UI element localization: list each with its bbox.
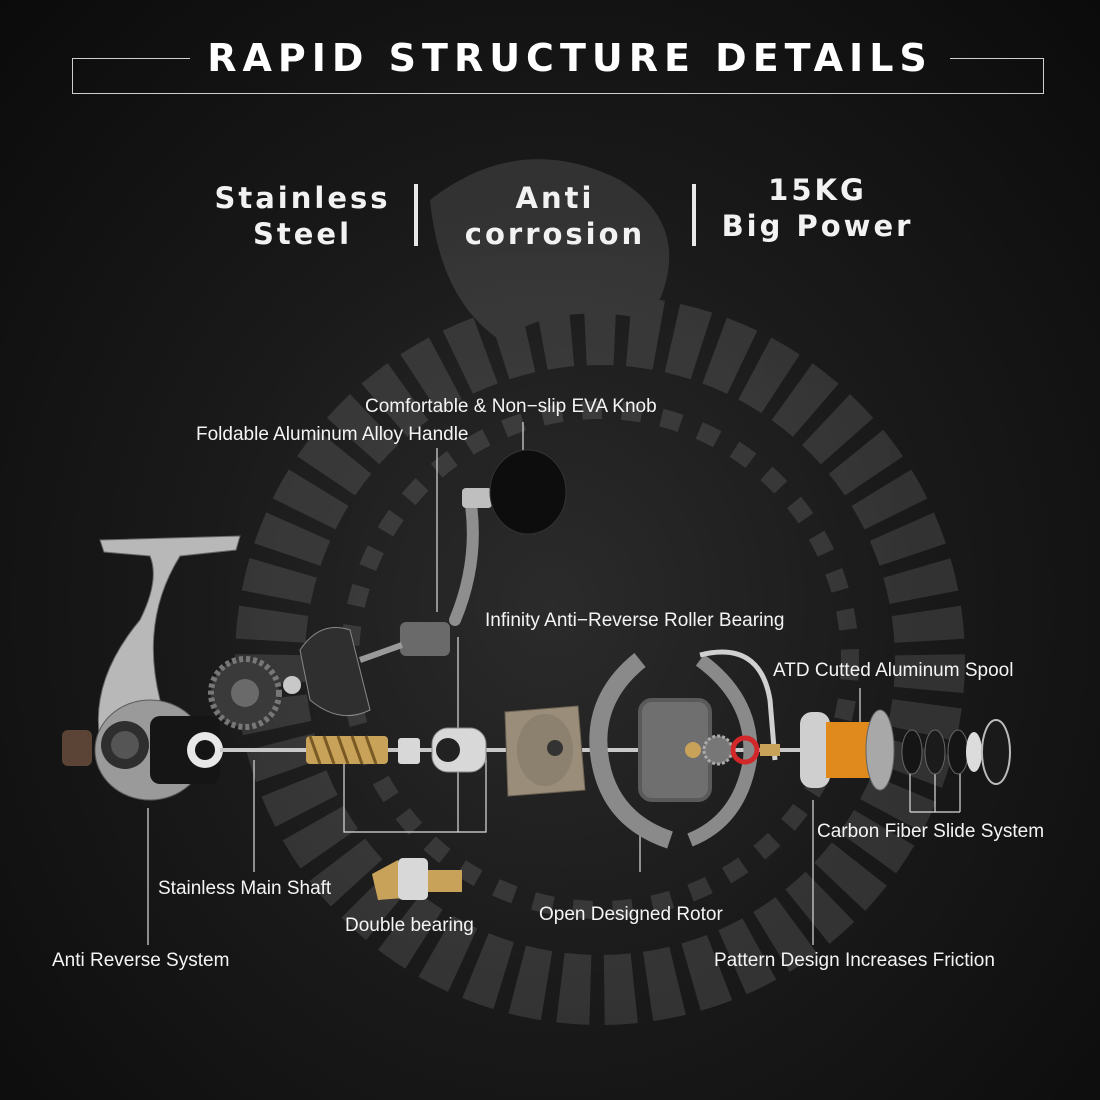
feature-line: Big Power: [721, 209, 914, 243]
drive-gear: [702, 734, 734, 766]
brass-washer: [685, 742, 701, 758]
feature-divider: [692, 184, 696, 246]
roller-bearing: [431, 727, 487, 773]
feature-stainless-steel: Stainless Steel: [205, 180, 400, 252]
red-washer: [730, 735, 760, 765]
title-frame: [72, 58, 1044, 94]
gear-assembly: [208, 627, 371, 730]
feature-line: Stainless: [214, 181, 391, 215]
callout-friction: Pattern Design Increases Friction: [714, 950, 995, 971]
spool: [800, 709, 895, 791]
bearing-part: [398, 738, 420, 764]
reel-body: [62, 535, 241, 801]
frame-line-left: [72, 58, 190, 59]
callout-slide-system: Carbon Fiber Slide System: [817, 821, 1045, 842]
callout-roller-bearing: Infinity Anti−Reverse Roller Bearing: [485, 610, 785, 631]
feature-anti-corrosion: Anti corrosion: [455, 180, 655, 252]
dragon-watermark: [235, 159, 965, 1025]
leader-lines: [147, 422, 961, 945]
callout-rotor: Open Designed Rotor: [539, 904, 723, 925]
callout-anti-reverse: Anti Reverse System: [52, 950, 230, 971]
double-bearing-part: [372, 858, 462, 900]
pinion-gear: [306, 735, 388, 765]
feature-line: Steel: [252, 217, 353, 251]
callout-main-shaft: Stainless Main Shaft: [158, 878, 332, 899]
callout-knob: Comfortable & Non−slip EVA Knob: [365, 396, 657, 417]
feature-line: 15KG: [768, 173, 867, 207]
callout-spool: ATD Cutted Aluminum Spool: [773, 660, 1014, 681]
feature-divider: [414, 184, 418, 246]
feature-big-power: 15KG Big Power: [715, 172, 920, 244]
spool-shaft-end: [760, 744, 780, 756]
feature-line: corrosion: [464, 217, 646, 251]
feature-line: Anti: [515, 181, 595, 215]
page-title: RAPID STRUCTURE DETAILS: [207, 36, 933, 80]
drag-washers: [901, 719, 1011, 785]
callout-handle: Foldable Aluminum Alloy Handle: [196, 424, 469, 445]
frame-line-right: [950, 58, 1044, 59]
handle-assembly: [358, 449, 567, 663]
callout-double-bearing: Double bearing: [345, 915, 474, 936]
rotor-housing: [504, 705, 586, 797]
